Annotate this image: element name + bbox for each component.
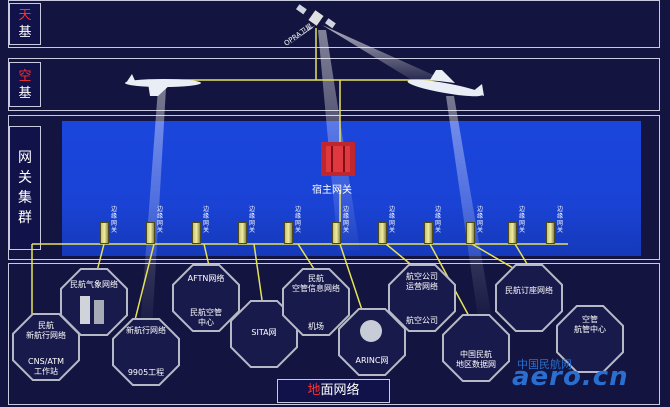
edge-gateway-label: 边缘网关	[202, 206, 209, 234]
edge-gateway-icon	[378, 222, 387, 244]
node-booking[interactable]: 民航订座网络	[495, 264, 563, 332]
node-airline-ops[interactable]: 航空公司 运营网络 航空公司	[388, 264, 456, 332]
node-airspace-info[interactable]: 民航 空管信息网络 机场	[282, 268, 350, 336]
edge-gateway-label: 边缘网关	[556, 206, 563, 234]
satellite-icon	[296, 4, 336, 29]
air-tier-label: 空 基	[9, 62, 41, 107]
node-new-nav-sub: 9905工程	[127, 368, 165, 377]
node-weather-label: 民航气象网络	[70, 280, 118, 289]
airplane-left-icon	[125, 74, 201, 96]
node-sita[interactable]: SITA网	[230, 300, 298, 368]
edge-gateway-icon	[238, 222, 247, 244]
edge-gateway-label: 边缘网关	[110, 206, 117, 234]
edge-gateway-label: 边缘网关	[156, 206, 163, 234]
air-tier-char2: 基	[18, 85, 32, 101]
node-airspace-line3: 机场	[308, 322, 324, 331]
beam-sat-left	[289, 25, 316, 45]
edge-gateway-icon	[466, 222, 475, 244]
node-cns-atm-line2: 新航行网络	[26, 331, 66, 340]
edge-gateway-icon	[332, 222, 341, 244]
beam-sat-down	[318, 30, 360, 250]
node-new-nav-label: 新航行网络	[126, 326, 166, 335]
node-aftn[interactable]: AFTN网络 民航空管 中心	[172, 264, 240, 332]
node-caac-data[interactable]: 中国民航 地区数据网	[442, 314, 510, 382]
node-sita-label: SITA网	[251, 328, 277, 337]
node-cns-atm[interactable]: 民航 新航行网络 CNS/ATM 工作站	[12, 313, 80, 381]
node-arinc[interactable]: ARINC网	[338, 308, 406, 376]
edge-gateway-icon	[424, 222, 433, 244]
node-cns-atm-line3: CNS/ATM	[28, 357, 64, 366]
watermark-cn: 中国民航网	[517, 358, 572, 371]
ground-title-red: 地	[307, 383, 321, 398]
edge-gateway-label: 边缘网关	[518, 206, 525, 234]
watermark-logo: aero.cn	[512, 362, 629, 392]
host-gateway-icon	[321, 142, 355, 176]
node-caac-line1: 中国民航	[460, 350, 492, 359]
node-airline-line2: 运营网络	[406, 282, 438, 291]
node-new-nav[interactable]: 新航行网络 9905工程	[112, 318, 180, 386]
node-cns-atm-line1: 民航	[38, 321, 54, 330]
node-airspace-line1: 民航	[308, 274, 324, 283]
airplane-right-icon	[407, 70, 484, 97]
server-icon	[94, 300, 104, 324]
node-airline-line3: 航空公司	[406, 316, 438, 325]
gateway-tier-label: 网 关 集 群	[9, 126, 41, 250]
node-airline-line1: 航空公司	[406, 272, 438, 281]
space-tier-char1: 天	[18, 8, 32, 23]
space-tier-frame	[8, 0, 660, 48]
edge-gateway-icon	[100, 222, 109, 244]
air-tier-char1: 空	[18, 68, 32, 84]
node-arinc-label: ARINC网	[355, 356, 389, 365]
node-booking-label: 民航订座网络	[505, 286, 553, 295]
node-atc-center[interactable]: 空管 航管中心	[556, 305, 624, 373]
space-tier-char2: 基	[18, 25, 32, 40]
node-aftn-sub2: 中心	[198, 318, 214, 327]
edge-gateway-label: 边缘网关	[434, 206, 441, 234]
node-cns-atm-line4: 工作站	[34, 367, 58, 376]
edge-gateway-icon	[146, 222, 155, 244]
node-weather[interactable]: 民航气象网络	[60, 268, 128, 336]
edge-gateway-label: 边缘网关	[342, 206, 349, 234]
ground-network-title: 地面网络	[277, 379, 390, 403]
node-caac-line2: 地区数据网	[456, 360, 496, 369]
satellite-dish-icon	[360, 320, 382, 342]
ground-tier-frame	[8, 263, 660, 405]
beam-plane2-down	[446, 96, 492, 318]
node-aftn-sub1: 民航空管	[190, 308, 222, 317]
edge-gateway-icon	[284, 222, 293, 244]
beam-sat-right	[322, 25, 440, 85]
host-gateway-label: 宿主网关	[312, 185, 352, 196]
edge-gateway-label: 边缘网关	[388, 206, 395, 234]
node-atc-line2: 航管中心	[574, 325, 606, 334]
edge-gateway-icon	[192, 222, 201, 244]
node-atc-line1: 空管	[582, 315, 598, 324]
edge-gateway-icon	[546, 222, 555, 244]
space-tier-label: 天 基	[9, 3, 41, 45]
beam-plane1-down	[140, 88, 166, 330]
node-airspace-line2: 空管信息网络	[292, 284, 340, 293]
edge-gateway-label: 边缘网关	[476, 206, 483, 234]
server-icon	[80, 296, 90, 324]
edge-gateway-label: 边缘网关	[248, 206, 255, 234]
ground-title-rest: 面网络	[320, 383, 360, 398]
edge-gateway-icon	[508, 222, 517, 244]
edge-gateway-label: 边缘网关	[294, 206, 301, 234]
node-aftn-label: AFTN网络	[187, 274, 225, 283]
